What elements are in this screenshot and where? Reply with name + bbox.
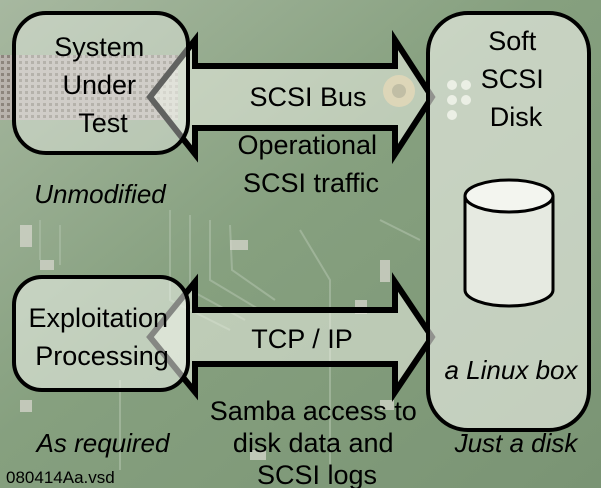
file-name-label: 080414Aa.vsd bbox=[6, 468, 115, 487]
exploitation-processing-label: Exploitation Processing bbox=[28, 303, 175, 371]
just-a-disk-caption: Just a disk bbox=[454, 428, 580, 458]
connector-strip bbox=[0, 55, 178, 120]
system-under-test-box bbox=[12, 11, 190, 155]
disk-cylinder-icon bbox=[463, 178, 555, 308]
linux-box-caption: a Linux box bbox=[445, 355, 579, 385]
samba-caption: Samba access to disk data and SCSI logs bbox=[210, 396, 425, 488]
exploitation-processing-box bbox=[12, 275, 190, 392]
tcp-ip-label: TCP / IP bbox=[251, 324, 353, 354]
board-components bbox=[20, 225, 394, 460]
soft-scsi-disk-label: Soft SCSI Disk bbox=[481, 26, 552, 132]
system-under-test-label: System Under Test bbox=[54, 32, 152, 138]
unmodified-caption: Unmodified bbox=[34, 179, 167, 209]
scsi-bus-label: SCSI Bus bbox=[249, 82, 366, 112]
as-required-caption: As required bbox=[35, 428, 171, 458]
operational-caption: Operational SCSI traffic bbox=[237, 130, 384, 198]
